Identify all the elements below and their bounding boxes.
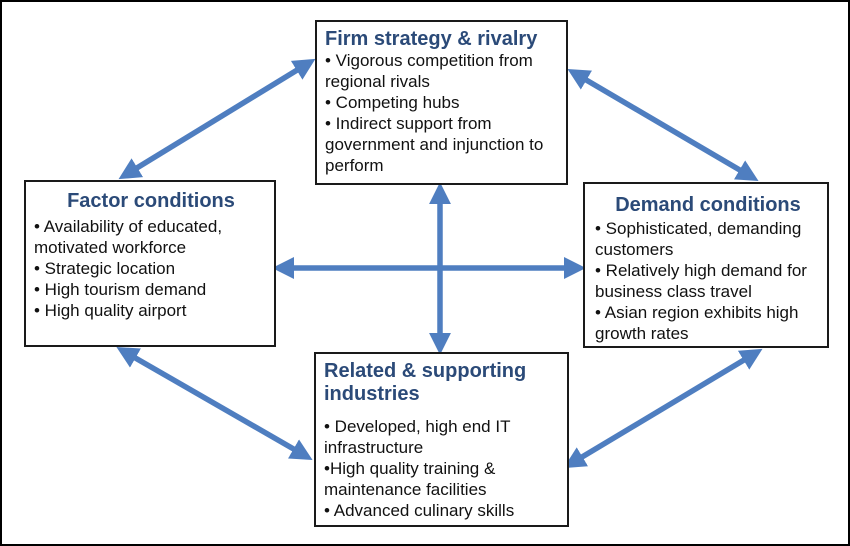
arrow-firm-demand [567, 68, 759, 182]
factor-conditions-box: Factor conditions • Availability of educ… [24, 180, 276, 347]
list-item: • Strategic location [34, 259, 176, 278]
demand-conditions-title: Demand conditions [615, 194, 801, 216]
list-item: • Indirect support from government and i… [325, 114, 544, 175]
related-industries-list: • Developed, high end IT infrastructure … [324, 416, 561, 521]
factor-conditions-list: • Availability of educated, motivated wo… [34, 216, 268, 321]
list-item: • High tourism demand [34, 280, 207, 299]
list-item: • Relatively high demand for business cl… [595, 261, 807, 301]
list-item: • Advanced culinary skills [324, 501, 515, 520]
related-industries-box: Related & supporting industries • Develo… [314, 352, 569, 527]
list-item: •High quality training & maintenance fac… [324, 459, 496, 499]
arrow-factor-related [116, 347, 313, 460]
list-item: • Developed, high end IT infrastructure [324, 417, 511, 457]
list-item: • Competing hubs [325, 93, 460, 112]
list-item: • Vigorous competition from regional riv… [325, 51, 533, 91]
list-item: • Asian region exhibits high growth rate… [595, 303, 799, 343]
list-item: • Sophisticated, demanding customers [595, 219, 802, 259]
firm-strategy-title: Firm strategy & rivalry [325, 28, 538, 50]
demand-conditions-box: Demand conditions • Sophisticated, deman… [583, 182, 829, 348]
firm-strategy-box: Firm strategy & rivalry • Vigorous compe… [315, 20, 568, 185]
related-industries-title: Related & supporting industries [324, 360, 527, 405]
firm-strategy-list: • Vigorous competition from regional riv… [325, 50, 560, 176]
arrow-demand-related [563, 348, 763, 469]
list-item: • High quality airport [34, 301, 187, 320]
list-item: • Availability of educated, motivated wo… [34, 217, 223, 257]
arrow-firm-factor [118, 58, 316, 180]
demand-conditions-list: • Sophisticated, demanding customers • R… [595, 218, 821, 344]
factor-conditions-title: Factor conditions [67, 190, 235, 212]
